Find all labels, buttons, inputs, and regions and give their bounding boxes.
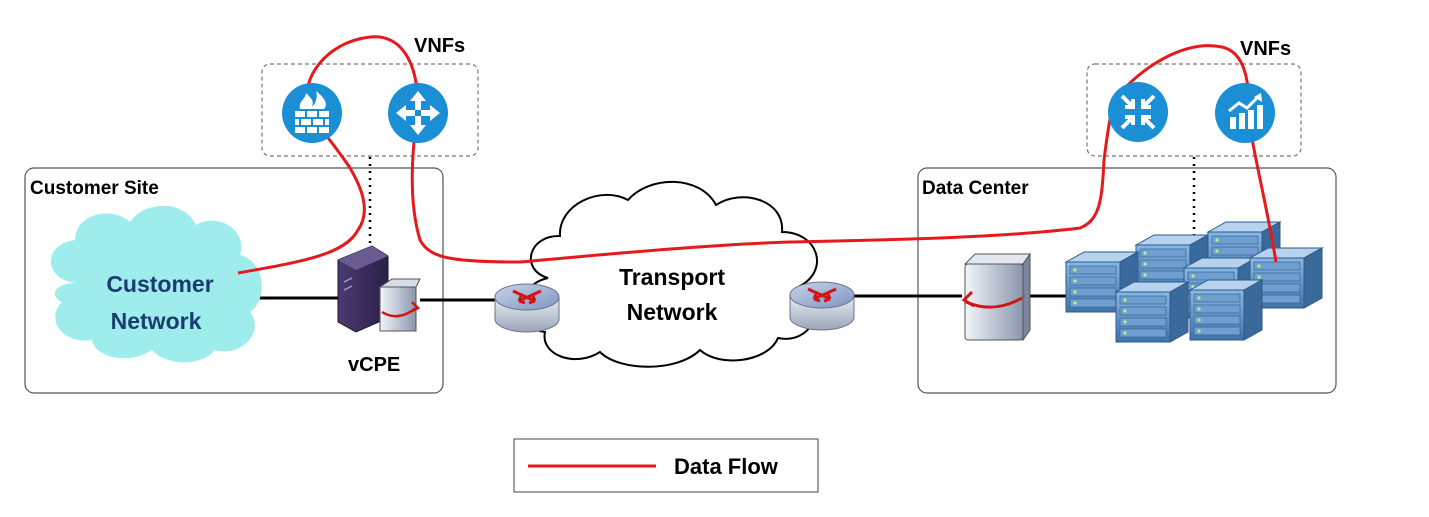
- transport-network-label-line1: Transport: [619, 264, 725, 290]
- data-flow-path-datacenter: [1116, 44, 1278, 263]
- server-unit: [1114, 281, 1190, 343]
- data-center-label: Data Center: [922, 178, 1029, 199]
- switch-vnf: [1108, 82, 1168, 142]
- router-vnf: [388, 83, 448, 143]
- analytics-vnf: [1215, 83, 1275, 143]
- vcpe-icon: [337, 245, 421, 333]
- customer-network-label-line1: Customer: [106, 271, 213, 297]
- analytics-icon: [1228, 93, 1263, 129]
- customer-site-box: [24, 167, 444, 394]
- data-center-box: [917, 167, 1337, 394]
- vnf-group-right: [1086, 63, 1302, 157]
- customer-network-label-line2: Network: [111, 308, 202, 334]
- vnf-group-left-label: VNFs: [414, 35, 465, 57]
- firewall-icon: [295, 91, 329, 133]
- vcpe-label: vCPE: [348, 354, 400, 376]
- customer-site-label: Customer Site: [30, 178, 159, 199]
- router-right-icon: [789, 281, 855, 331]
- firewall-vnf: [282, 83, 342, 143]
- router-left-icon: [494, 283, 560, 333]
- dc-gateway-icon: [961, 252, 1031, 342]
- server-unit: [1188, 279, 1264, 341]
- server-unit: [1064, 251, 1140, 313]
- customer-network-cloud: [50, 205, 262, 363]
- switch-icon: [1120, 94, 1156, 130]
- legend-data-flow-label: Data Flow: [674, 454, 779, 479]
- server-cluster-icon: [1064, 221, 1324, 343]
- vnf-group-right-label: VNFs: [1240, 38, 1291, 60]
- vnf-group-left: [261, 63, 479, 157]
- data-flow-path-customer: [237, 35, 1120, 275]
- transport-network-label-line2: Network: [627, 299, 718, 325]
- router-icon: [396, 91, 440, 135]
